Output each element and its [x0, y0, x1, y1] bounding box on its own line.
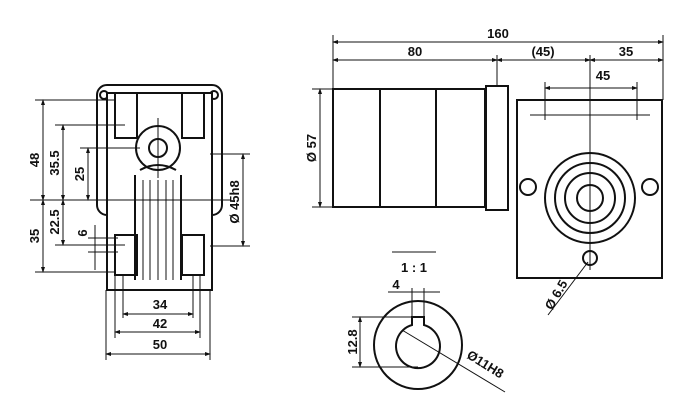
- dim-80: 80: [408, 44, 422, 59]
- side-view: 160 80 (45) 35 45 Ø 57 Ø 6.5: [304, 26, 664, 316]
- shaft-section: 1 : 1 4 12.8 Ø11H8: [345, 251, 507, 393]
- dim-25: 25: [72, 167, 87, 181]
- dim-50: 50: [153, 337, 167, 352]
- dim-dia-45h8: Ø 45h8: [227, 180, 242, 223]
- dim-dia-6-5: Ø 6.5: [542, 277, 571, 312]
- dim-dia-11h8: Ø11H8: [464, 347, 506, 381]
- dim-6: 6: [75, 229, 90, 236]
- dim-45-holes: 45: [596, 68, 610, 83]
- dim-12-8: 12.8: [345, 329, 360, 354]
- motor-flange: [485, 85, 509, 211]
- dim-35-side: 35: [619, 44, 633, 59]
- gearbox-body: [106, 92, 213, 291]
- dim-34: 34: [153, 297, 168, 312]
- hub-outer: [373, 300, 463, 390]
- dim-48: 48: [27, 153, 42, 167]
- dim-35: 35: [27, 229, 42, 243]
- scale-ratio: 1 : 1: [401, 260, 427, 275]
- dim-key-4: 4: [392, 277, 400, 292]
- dim-35-5: 35.5: [47, 150, 62, 175]
- dim-22-5: 22.5: [47, 209, 62, 234]
- bore-keyway: [395, 316, 441, 370]
- motor-body: [332, 88, 486, 208]
- front-view: 48 35 35.5 22.5 25 6 Ø 45h8 34 42 50: [27, 84, 250, 360]
- dim-45-ref: (45): [531, 44, 554, 59]
- dim-dia-57: Ø 57: [304, 134, 319, 162]
- dim-160: 160: [487, 26, 509, 41]
- dim-42: 42: [153, 316, 167, 331]
